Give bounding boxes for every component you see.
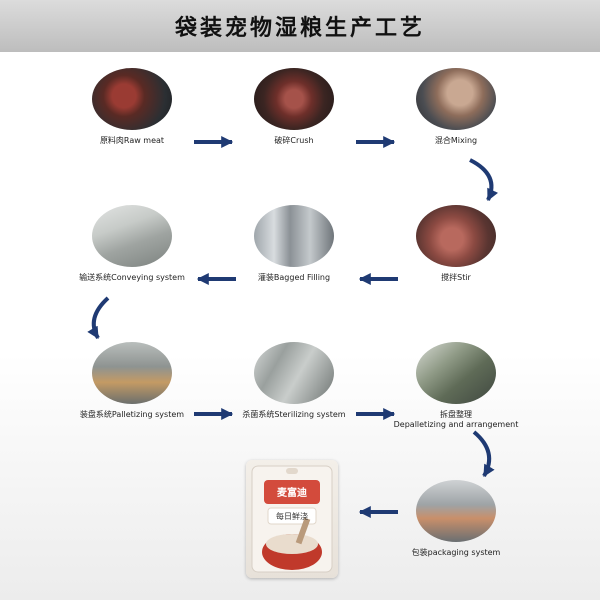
mixing-photo <box>416 68 496 130</box>
title-bar: 袋装宠物湿粮生产工艺 <box>0 0 600 53</box>
step-label: 拆盘整理 <box>440 410 472 419</box>
step-conveying: 输送系统Conveying system <box>52 205 212 295</box>
depalletizing-photo <box>416 342 496 404</box>
step-label: 原料肉Raw meat <box>99 136 165 145</box>
step-crush: 破碎Crush <box>214 68 374 158</box>
step-mixing: 混合Mixing <box>376 68 536 158</box>
packaging-photo <box>416 480 496 542</box>
step-raw-meat: 原料肉Raw meat <box>52 68 212 158</box>
filling-photo <box>254 205 334 267</box>
pouch-spoon <box>295 517 311 545</box>
product-pouch: 麦富迪 每日鲜浇 <box>246 460 338 578</box>
step-label: 输送系统Conveying system <box>79 273 185 282</box>
pouch-label-band <box>264 480 320 504</box>
step-label: 装盘系统Palletizing system <box>79 410 185 419</box>
product-pouch-art <box>251 465 333 573</box>
step-stir: 搅拌Stir <box>376 205 536 295</box>
step-label-english: Depalletizing and arrangement <box>393 420 519 429</box>
conveying-photo <box>92 205 172 267</box>
pouch-hang-hole <box>286 468 298 474</box>
sterilizing-photo <box>254 342 334 404</box>
step-label: 混合Mixing <box>434 136 478 145</box>
step-depalletizing: 拆盘整理 Depalletizing and arrangement <box>376 342 536 432</box>
product-subtitle: 每日鲜浇 <box>276 512 308 521</box>
step-packaging: 包装packaging system <box>376 480 536 570</box>
step-label: 破碎Crush <box>274 136 314 145</box>
step-label: 包装packaging system <box>411 548 501 557</box>
palletizing-photo <box>92 342 172 404</box>
step-sterilizing: 杀菌系统Sterilizing system <box>214 342 374 432</box>
step-label: 灌装Bagged Filling <box>257 273 331 282</box>
step-bagged-filling: 灌装Bagged Filling <box>214 205 374 295</box>
step-label: 搅拌Stir <box>441 273 471 282</box>
product-brand: 麦富迪 <box>277 488 307 499</box>
stir-photo <box>416 205 496 267</box>
crush-photo <box>254 68 334 130</box>
page-title: 袋装宠物湿粮生产工艺 <box>174 16 425 41</box>
raw-meat-photo <box>92 68 172 130</box>
step-label: 杀菌系统Sterilizing system <box>242 410 346 419</box>
pouch-food <box>266 534 318 554</box>
step-palletizing: 装盘系统Palletizing system <box>52 342 212 432</box>
